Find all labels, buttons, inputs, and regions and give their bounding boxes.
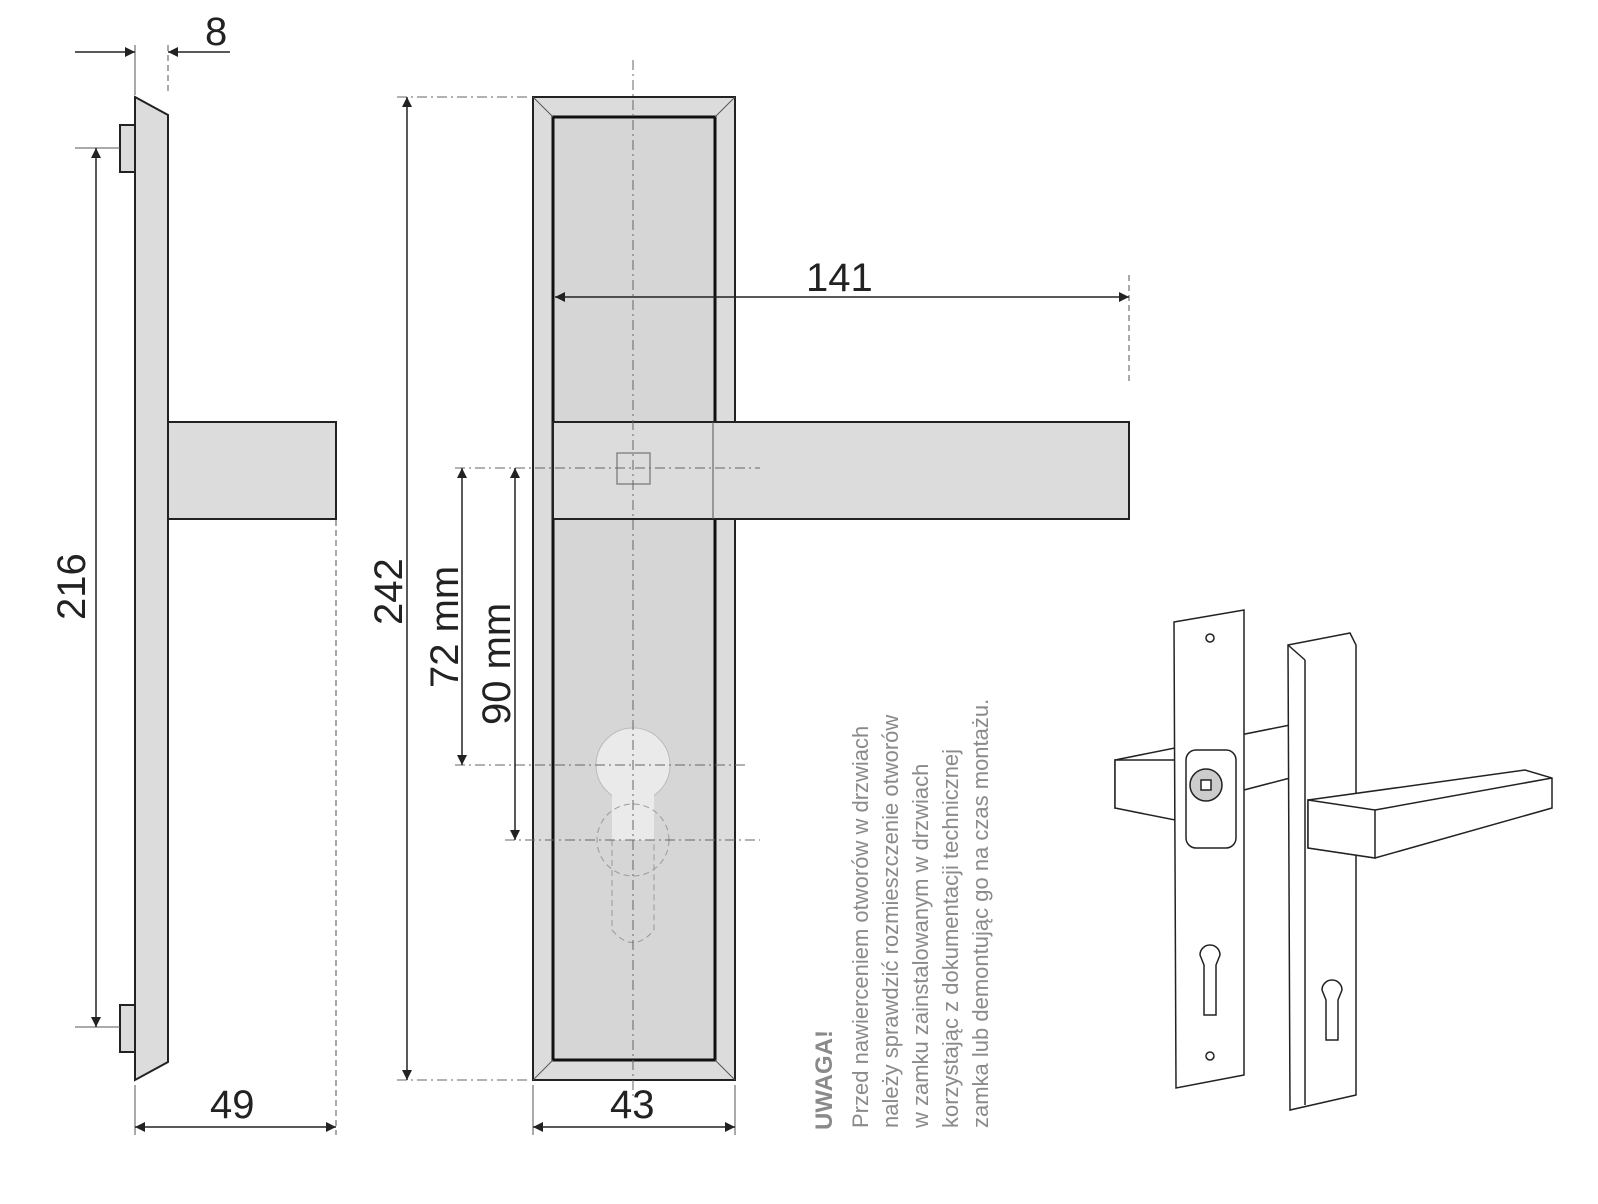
side-view: 8 216 49 xyxy=(50,10,337,1135)
warning-note: UWAGA! Przed nawierceniem otworów w drzw… xyxy=(811,699,993,1130)
note-line: zamka lub demontując go na czas montażu. xyxy=(968,699,993,1128)
side-handle xyxy=(167,421,337,520)
front-handle xyxy=(552,421,1130,520)
perspective-inner-plate xyxy=(1114,609,1291,1089)
note-heading: UWAGA! xyxy=(811,1030,838,1130)
note-line: korzystając z dokumentacji technicznej xyxy=(938,749,963,1128)
front-plate-inner xyxy=(551,115,717,1062)
note-line: w zamku zainstalowanym w drzwiach xyxy=(908,764,933,1129)
front-view: 242 72 mm 90 mm 141 43 xyxy=(367,60,1130,1135)
dim-8-label: 8 xyxy=(205,10,227,54)
bottom-screw xyxy=(119,1004,136,1053)
dim-216-label: 216 xyxy=(50,553,94,620)
dim-90-label: 90 mm xyxy=(475,603,519,725)
note-line: Przed nawierceniem otworów w drzwiach xyxy=(848,726,873,1128)
dim-49-label: 49 xyxy=(210,1083,255,1127)
dim-141-label: 141 xyxy=(806,256,873,300)
dim-43-label: 43 xyxy=(610,1083,655,1127)
side-plate xyxy=(134,95,169,1082)
top-screw xyxy=(119,124,136,173)
dim-242-label: 242 xyxy=(367,558,411,625)
note-line: należy sprawdzić rozmieszczenie otworów xyxy=(878,715,903,1128)
dim-72-label: 72 mm xyxy=(423,566,467,688)
perspective-outer-plate xyxy=(1287,632,1553,1111)
